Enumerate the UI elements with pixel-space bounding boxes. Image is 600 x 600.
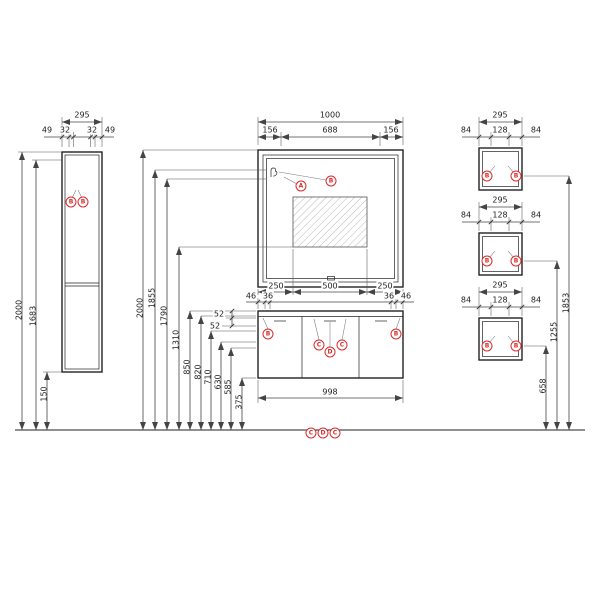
wall-cabinet-3-dimensions xyxy=(462,287,546,347)
dim-h-820: 820 xyxy=(193,364,203,380)
mirror-storage-hatch xyxy=(292,196,368,248)
dim-cab2-84a: 84 xyxy=(459,210,473,220)
callout-cab2-b-left: B xyxy=(481,255,493,267)
wall-cabinet-2-dimensions xyxy=(462,202,557,262)
dim-left-sub-32b: 32 xyxy=(85,125,99,135)
dim-left-sub-32a: 32 xyxy=(58,125,72,135)
wall-cabinet-1-dimensions xyxy=(462,117,569,177)
dim-h-2000: 2000 xyxy=(135,297,145,319)
dim-cab1-width: 295 xyxy=(491,110,509,120)
callout-floor-c2: C xyxy=(329,427,341,439)
dim-cab3-width: 295 xyxy=(491,280,509,290)
mirror-cabinet xyxy=(257,149,404,288)
callout-vanity-c2: C xyxy=(336,339,348,351)
right-height-dimensions xyxy=(543,176,572,430)
dim-cab2-128: 128 xyxy=(491,210,509,220)
dim-h-630: 630 xyxy=(213,374,223,390)
dim-r-1853: 1853 xyxy=(561,292,571,314)
callout-mirror-b: B xyxy=(325,175,337,187)
callout-cab3-b-right: B xyxy=(510,340,522,352)
callout-cab3-b-left: B xyxy=(481,340,493,352)
dim-mirror-width: 1000 xyxy=(318,110,342,120)
callout-cab2-b-right: B xyxy=(510,255,522,267)
callout-vanity-d: D xyxy=(324,346,336,358)
callout-tall-cabinet-b2: B xyxy=(77,196,89,208)
dim-mirror-156b: 156 xyxy=(382,125,400,135)
dim-h-710: 710 xyxy=(203,369,213,385)
dim-left-2000: 2000 xyxy=(14,299,24,321)
dim-cab1-84b: 84 xyxy=(529,125,543,135)
callout-vanity-b-right: B xyxy=(390,328,402,340)
dim-cab3-84a: 84 xyxy=(459,295,473,305)
dim-cab2-width: 295 xyxy=(491,195,509,205)
dim-mirror-500: 500 xyxy=(321,281,339,291)
dim-h-585: 585 xyxy=(223,379,233,395)
callout-vanity-c1: C xyxy=(313,339,325,351)
dim-vanity-36a: 36 xyxy=(261,291,275,301)
callout-vanity-b-left: B xyxy=(262,328,274,340)
dim-cab1-84a: 84 xyxy=(459,125,473,135)
dim-r-658: 658 xyxy=(538,378,548,394)
dim-h-1790: 1790 xyxy=(159,305,169,327)
wall-cabinet-3 xyxy=(478,317,523,361)
dim-mirror-688: 688 xyxy=(321,125,339,135)
dim-h-850: 850 xyxy=(182,359,192,375)
dim-h-1855: 1855 xyxy=(147,287,157,309)
tall-cabinet xyxy=(61,151,103,373)
dim-r-1255: 1255 xyxy=(549,321,559,343)
dim-mirror-250b: 250 xyxy=(376,281,394,291)
callout-floor-c1: C xyxy=(305,427,317,439)
height-dimensions xyxy=(140,149,293,430)
switch-symbol xyxy=(270,167,278,177)
dim-vanity-52a: 52 xyxy=(212,309,226,319)
dim-left-sub-49b: 49 xyxy=(103,125,117,135)
touch-sensor-mark xyxy=(327,276,335,281)
dim-left-cabinet-width: 295 xyxy=(73,110,91,120)
callout-mirror-a: A xyxy=(295,180,307,192)
dim-mirror-250a: 250 xyxy=(267,281,285,291)
tall-cabinet-dimensions xyxy=(18,117,114,430)
dim-vanity-36b: 36 xyxy=(382,291,396,301)
wall-cabinet-1 xyxy=(478,147,523,191)
callout-tall-cabinet-b1: B xyxy=(65,196,77,208)
wall-cabinet-2 xyxy=(478,232,523,276)
vanity-dimensions xyxy=(222,298,414,403)
dim-cab3-128: 128 xyxy=(491,295,509,305)
dim-vanity-52b: 52 xyxy=(208,321,222,331)
dim-mirror-156a: 156 xyxy=(261,125,279,135)
dim-left-150: 150 xyxy=(39,386,49,402)
vanity-unit xyxy=(257,310,404,379)
dim-cab3-84b: 84 xyxy=(529,295,543,305)
callout-floor-d: D xyxy=(317,427,329,439)
dim-vanity-width: 998 xyxy=(321,387,339,397)
dim-cab2-84b: 84 xyxy=(529,210,543,220)
callout-cab1-b-right: B xyxy=(510,170,522,182)
dim-h-1310: 1310 xyxy=(171,329,181,351)
callout-cab1-b-left: B xyxy=(481,170,493,182)
dim-left-1683: 1683 xyxy=(28,305,38,327)
dim-vanity-46b: 46 xyxy=(399,291,413,301)
dim-vanity-46a: 46 xyxy=(244,291,258,301)
dim-h-375: 375 xyxy=(234,394,244,410)
dim-left-sub-49a: 49 xyxy=(40,125,54,135)
dim-cab1-128: 128 xyxy=(491,125,509,135)
